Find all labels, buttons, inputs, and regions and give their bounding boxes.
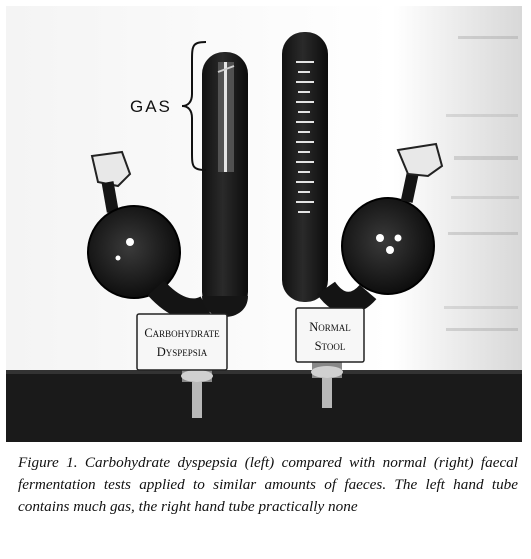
right-tube-column — [282, 32, 328, 302]
left-card-line-1: Carbohydrate — [144, 326, 220, 340]
table-surface — [6, 372, 522, 442]
right-card-line-2: Stool — [315, 339, 346, 353]
right-card-line-1: Normal — [309, 320, 351, 334]
background-text-marks — [444, 36, 519, 331]
left-card-line-2: Dyspepsia — [157, 345, 208, 359]
gas-label: GAS — [130, 97, 172, 116]
figure-caption: Figure 1. Carbohydrate dyspepsia (left) … — [18, 454, 518, 515]
right-bulb — [341, 197, 435, 295]
figure-photo: GAS Carbohydrate Dyspepsia Normal Stool — [6, 6, 522, 442]
right-stopper — [396, 142, 444, 178]
fermentation-tubes-illustration: GAS Carbohydrate Dyspepsia Normal Stool — [6, 6, 522, 442]
right-fermentation-tube — [282, 32, 444, 408]
right-label-card: Normal Stool — [295, 307, 365, 363]
photo-background — [6, 6, 522, 442]
left-bulb — [87, 205, 181, 299]
left-stopper — [90, 150, 132, 188]
right-tube-graduations — [296, 61, 314, 213]
left-fermentation-tube — [87, 52, 248, 418]
left-label-card: Carbohydrate Dyspepsia — [136, 313, 228, 371]
gas-brace — [181, 41, 207, 171]
left-tube-column — [202, 52, 248, 314]
